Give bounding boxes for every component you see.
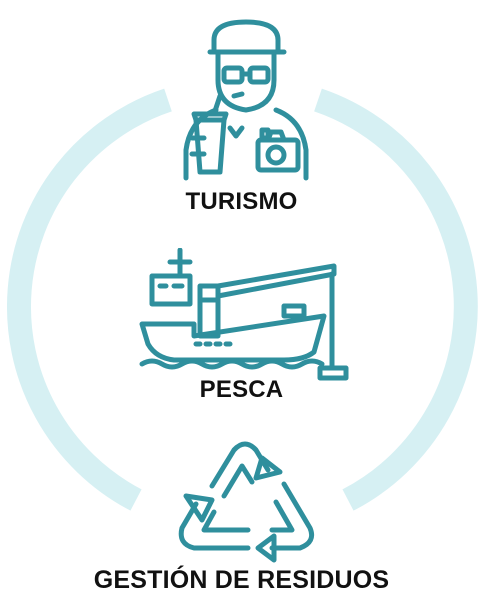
ring-arc-left bbox=[7, 88, 172, 511]
fishing-boat-icon bbox=[139, 248, 349, 381]
tourist-icon bbox=[183, 19, 309, 181]
tourism-label: TURISMO bbox=[185, 188, 298, 215]
fishing-label: PESCA bbox=[199, 376, 284, 403]
waste-management-label: GESTIÓN DE RESIDUOS bbox=[93, 566, 390, 594]
ring-arc-right bbox=[314, 88, 478, 511]
recycle-icon bbox=[178, 441, 315, 563]
